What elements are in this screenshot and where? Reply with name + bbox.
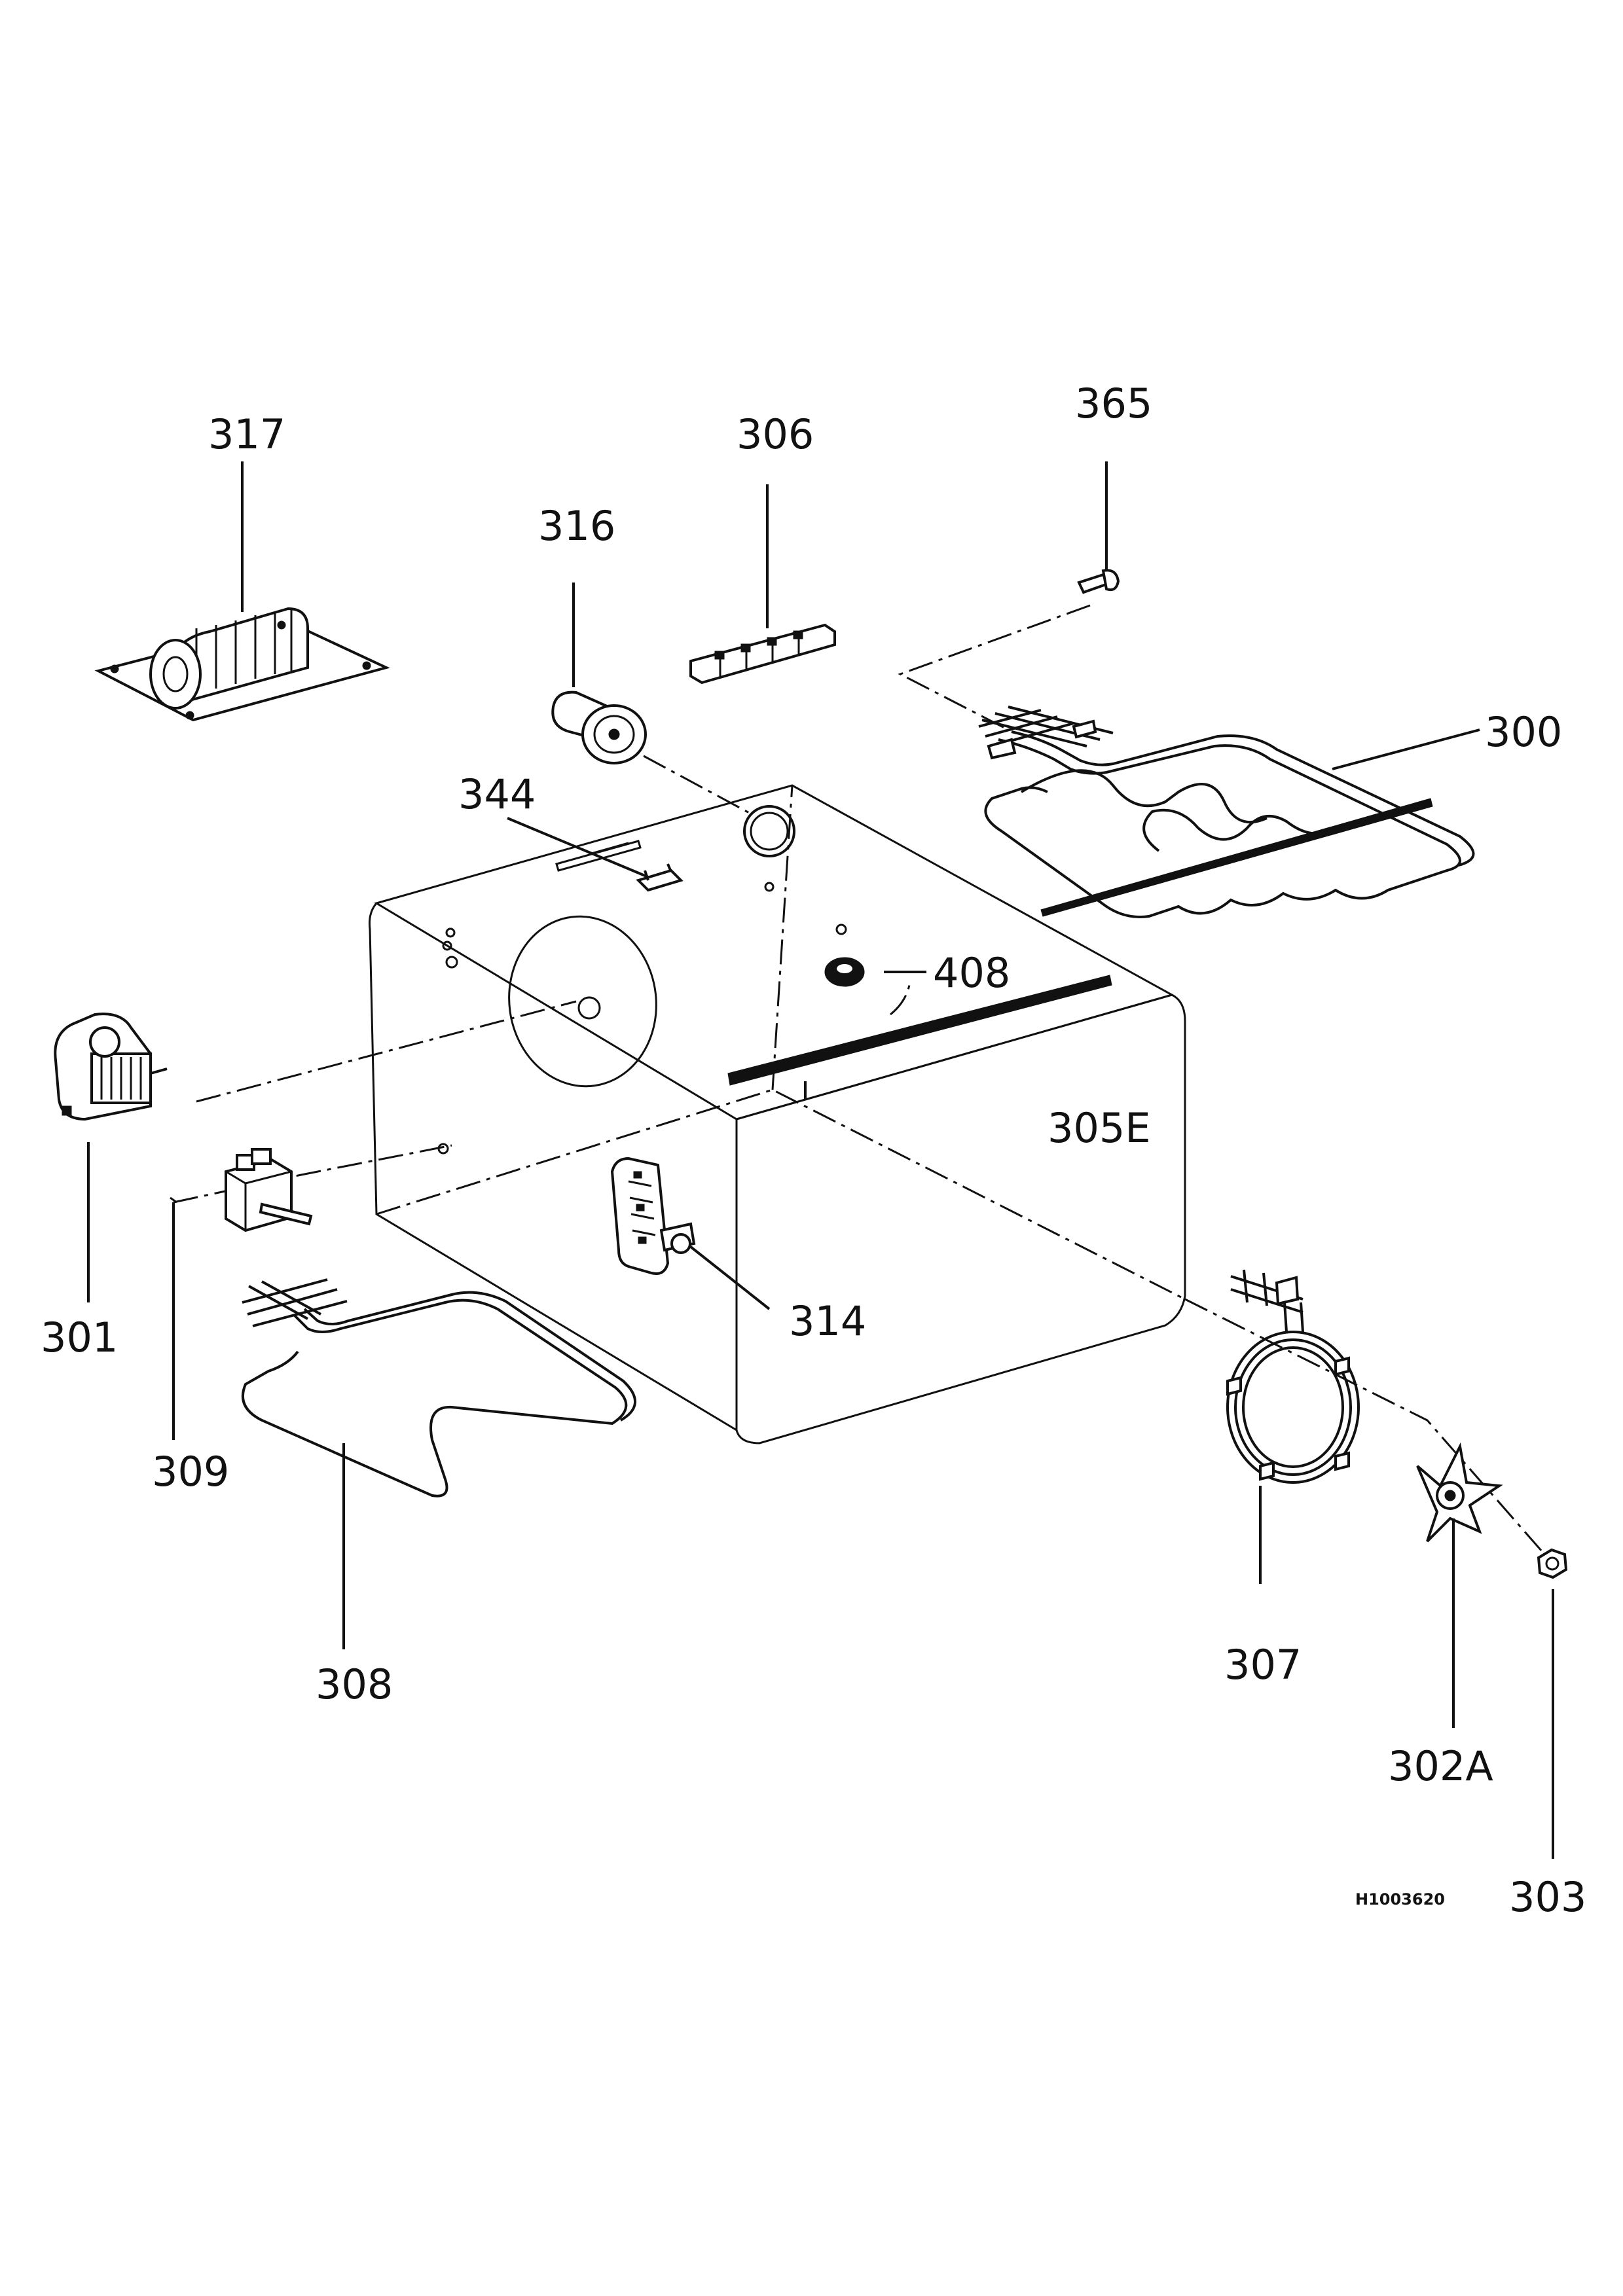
label-365: 365 (1075, 380, 1152, 427)
label-317: 317 (208, 410, 285, 458)
label-408: 408 (933, 949, 1010, 997)
label-305E: 305E (1048, 1104, 1151, 1152)
label-303: 303 (1509, 1873, 1586, 1921)
label-302A: 302A (1388, 1742, 1493, 1790)
part-labels: 317 316 306 365 300 344 408 305E 301 309… (41, 380, 1586, 1921)
part-303-nut (1537, 1548, 1568, 1859)
part-300-grill-element (978, 706, 1480, 918)
assembly-lines (170, 604, 1543, 1552)
label-316: 316 (538, 502, 615, 550)
part-309-thermostat (172, 1148, 313, 1440)
part-301-fan-motor (54, 1013, 168, 1302)
part-344-bracket (507, 817, 684, 892)
label-314: 314 (789, 1297, 866, 1345)
part-308-bottom-element (242, 1278, 636, 1649)
part-306-terminal-block (689, 484, 836, 685)
label-309: 309 (152, 1448, 229, 1496)
part-365-screw (1077, 461, 1120, 594)
part-307-circular-element (1226, 1269, 1360, 1584)
label-300: 300 (1485, 708, 1562, 756)
part-317-cooling-fan (94, 461, 390, 722)
part-408-grommet (824, 957, 926, 987)
label-344: 344 (458, 770, 536, 818)
label-307: 307 (1224, 1641, 1302, 1689)
part-302A-fan-blade (1416, 1442, 1503, 1728)
part-316-lamp (551, 583, 647, 764)
oven-cavity (369, 784, 1186, 1444)
part-314-switch (610, 1157, 771, 1310)
label-306: 306 (737, 410, 814, 458)
label-308: 308 (316, 1660, 393, 1708)
document-code: H1003620 (1355, 1890, 1445, 1909)
label-301: 301 (41, 1314, 118, 1361)
